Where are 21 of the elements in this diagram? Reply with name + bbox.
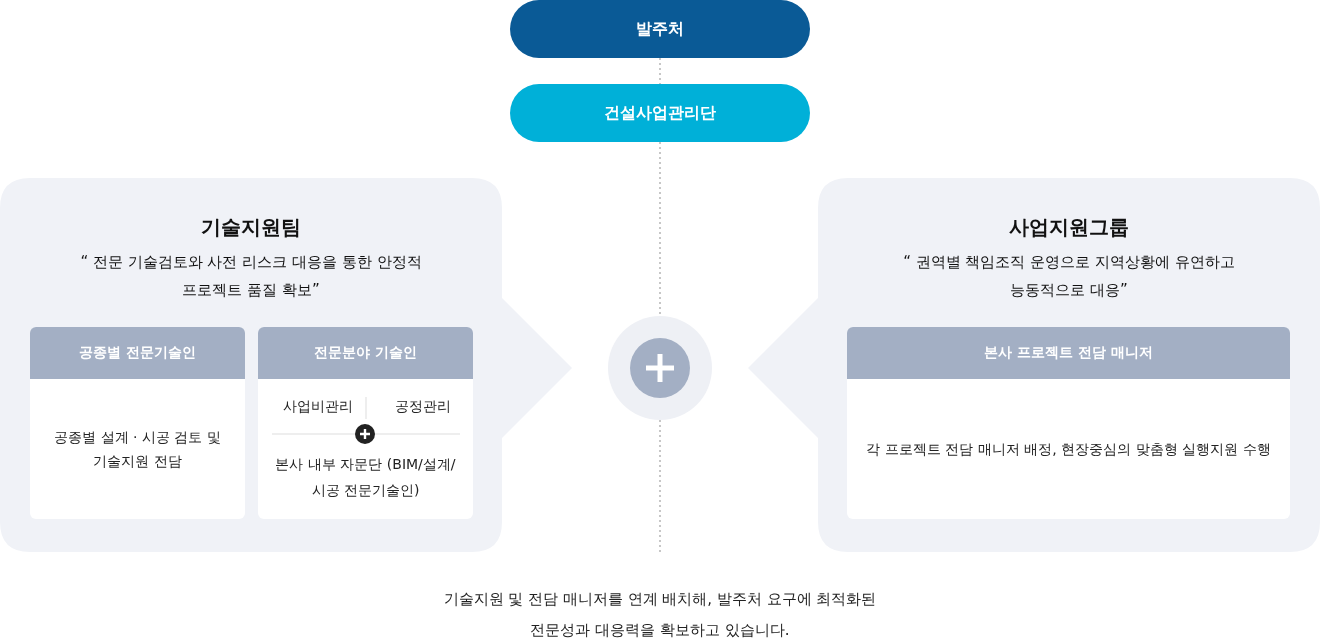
group-heading: 기술지원팀	[200, 214, 302, 241]
card-header: 전문분야 기술인	[258, 327, 473, 379]
connector-line	[659, 419, 661, 553]
client-pill: 발주처	[510, 0, 810, 58]
info-card	[847, 327, 1290, 519]
group-quote: “ 전문 기술검토와 사전 리스크 대응을 통한 안정적 프로젝트 품질 확보”	[79, 252, 423, 301]
connector-line	[659, 57, 661, 85]
group-heading: 사업지원그룹	[1008, 214, 1130, 241]
card-header: 공종별 전문기술인	[30, 327, 245, 379]
role-text: 사업비관리	[268, 393, 368, 419]
card-text: 공종별 설계 · 시공 검토 및 기술지원 전담	[53, 428, 222, 471]
advisory-text: 본사 내부 자문단 (BIM/설계/시공 전문기술인)	[263, 451, 468, 507]
team-pill: 건설사업관리단	[510, 84, 810, 142]
role-text: 공정관리	[378, 393, 468, 419]
connector-line	[659, 141, 661, 317]
card-header: 본사 프로젝트 전담 매니저	[847, 327, 1290, 379]
info-card	[30, 327, 245, 519]
info-card	[258, 327, 473, 519]
group-quote: “ 권역별 책임조직 운영으로 지역상황에 유연하고 능동적으로 대응”	[902, 252, 1236, 301]
card-text: 각 프로젝트 전담 매니저 배정, 현장중심의 맞춤형 실행지원 수행	[866, 440, 1271, 459]
caption-text: 기술지원 및 전담 매니저를 연계 배치해, 발주처 요구에 최적화된 전문성과 대응력을 확보하고 있습니다.	[442, 589, 878, 639]
